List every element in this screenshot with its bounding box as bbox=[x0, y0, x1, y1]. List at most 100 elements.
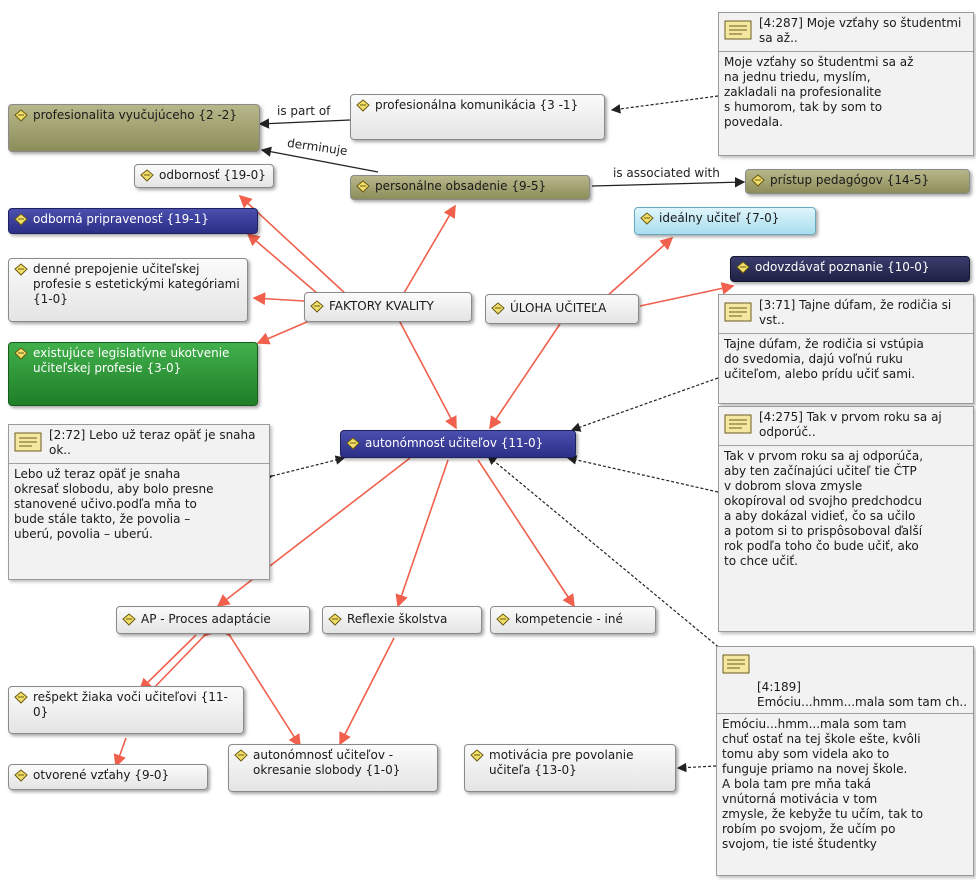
quote-title: [2:72] Lebo už teraz opäť je snaha ok.. bbox=[49, 428, 256, 457]
quote-4-287[interactable]: [4:287] Moje vzťahy so študentmi sa až..… bbox=[718, 12, 974, 156]
code-label: odbornosť {19-0} bbox=[159, 168, 266, 182]
link-faktory-pripravenost bbox=[246, 232, 319, 295]
code-icon bbox=[14, 109, 28, 122]
quote-header: [4:275] Tak v prvom roku sa aj odporúč.. bbox=[719, 407, 973, 446]
code-icon bbox=[356, 180, 370, 193]
code-kompetencie[interactable]: kompetencie - iné bbox=[490, 606, 656, 634]
code-label: profesionalita vyučujúceho {2 -2} bbox=[33, 108, 238, 122]
quote-header: [4:189] Emóciu...hmm...mala som tam ch.. bbox=[717, 647, 973, 714]
link-komunikacia-profesionalita bbox=[258, 118, 351, 129]
quote-body: Moje vzťahy so študentmi sa až na jednu … bbox=[724, 55, 914, 129]
link-q371-autonomnost bbox=[570, 377, 719, 432]
code-respekt[interactable]: rešpekt žiaka voči učiteľovi {11-0} bbox=[8, 686, 244, 734]
code-icon bbox=[234, 749, 248, 762]
quote-4-275[interactable]: [4:275] Tak v prvom roku sa aj odporúč..… bbox=[718, 406, 974, 632]
code-label: profesionálna komunikácia {3 -1} bbox=[375, 98, 579, 112]
link-autonomnost-reflexie bbox=[395, 459, 449, 608]
quote-title: [4:189] Emóciu...hmm...mala som tam ch.. bbox=[757, 680, 968, 709]
quote-header: [2:72] Lebo už teraz opäť je snaha ok.. bbox=[9, 425, 269, 464]
code-prepojenie[interactable]: denné prepojenie učiteľskej profesie s e… bbox=[8, 258, 248, 322]
code-label: prístup pedagógov {14-5} bbox=[770, 173, 930, 187]
code-icon bbox=[140, 169, 154, 182]
code-obsadenie[interactable]: personálne obsadenie {9-5} bbox=[350, 175, 590, 200]
link-faktory-prepojenie bbox=[252, 292, 316, 309]
quote-header: [4:287] Moje vzťahy so študentmi sa až.. bbox=[719, 13, 973, 52]
quotation-icon bbox=[724, 414, 752, 434]
code-label: autonómnosť učiteľov {11-0} bbox=[365, 436, 544, 450]
code-uloha[interactable]: ÚLOHA UČITEĽA bbox=[485, 294, 639, 324]
link-ap-respekt-2 bbox=[149, 623, 217, 693]
code-icon bbox=[470, 749, 484, 762]
code-icon bbox=[14, 347, 28, 360]
quote-title: [3:71] Tajne dúfam, že rodičia si vst.. bbox=[759, 298, 952, 327]
code-label: kompetencie - iné bbox=[515, 612, 623, 626]
code-profesionalita[interactable]: profesionalita vyučujúceho {2 -2} bbox=[8, 104, 260, 152]
link-ap-respekt-1 bbox=[138, 634, 197, 692]
code-label: existujúce legislatívne ukotvenie učiteľ… bbox=[33, 346, 230, 375]
quotation-icon bbox=[724, 302, 752, 322]
code-icon bbox=[346, 437, 360, 450]
code-pripravenost[interactable]: odborná pripravenosť {19-1} bbox=[8, 208, 258, 234]
code-label: personálne obsadenie {9-5} bbox=[375, 179, 547, 193]
code-komunikacia[interactable]: profesionálna komunikácia {3 -1} bbox=[350, 94, 605, 140]
code-okresanie[interactable]: autonómnosť učiteľov - okresanie slobody… bbox=[228, 744, 438, 792]
link-uloha-idealny bbox=[605, 236, 674, 298]
quote-header: [3:71] Tajne dúfam, že rodičia si vst.. bbox=[719, 295, 973, 334]
code-reflexie[interactable]: Reflexie školstva bbox=[322, 606, 482, 634]
code-icon bbox=[14, 263, 28, 276]
code-icon bbox=[14, 769, 28, 782]
quote-3-71[interactable]: [3:71] Tajne dúfam, že rodičia si vst.. … bbox=[718, 294, 974, 404]
code-otvorene[interactable]: otvorené vzťahy {9-0} bbox=[8, 764, 208, 790]
edge-label-is-associated-with: is associated with bbox=[613, 166, 720, 180]
code-faktory[interactable]: FAKTORY KVALITY bbox=[304, 292, 472, 322]
code-label: ideálny učiteľ {7-0} bbox=[659, 211, 780, 225]
link-obsadenie-pristup bbox=[591, 177, 746, 188]
code-label: denné prepojenie učiteľskej profesie s e… bbox=[33, 262, 240, 306]
link-q189-motivacia bbox=[676, 760, 725, 773]
code-icon bbox=[640, 212, 654, 225]
quote-body: Emóciu...hmm...mala som tam chuť ostať n… bbox=[722, 717, 924, 851]
code-legislativne[interactable]: existujúce legislatívne ukotvenie učiteľ… bbox=[8, 342, 258, 406]
code-icon bbox=[14, 213, 28, 226]
quote-2-72[interactable]: [2:72] Lebo už teraz opäť je snaha ok.. … bbox=[8, 424, 270, 580]
code-icon bbox=[14, 691, 28, 704]
code-label: Reflexie školstva bbox=[347, 612, 448, 626]
code-icon bbox=[491, 302, 505, 315]
link-q275-autonomnost bbox=[566, 455, 728, 499]
quote-body: Tajne dúfam, že rodičia si vstúpia do sv… bbox=[724, 337, 924, 381]
code-icon bbox=[122, 613, 136, 626]
code-label: otvorené vzťahy {9-0} bbox=[33, 768, 170, 782]
code-label: odborná pripravenosť {19-1} bbox=[33, 212, 209, 226]
code-icon bbox=[328, 613, 342, 626]
quotation-icon bbox=[724, 20, 752, 40]
code-label: motivácia pre povolanie učiteľa {13-0} bbox=[489, 748, 634, 777]
code-motivacia[interactable]: motivácia pre povolanie učiteľa {13-0} bbox=[464, 744, 676, 792]
code-icon bbox=[310, 300, 324, 313]
code-icon bbox=[496, 613, 510, 626]
code-ap[interactable]: AP - Proces adaptácie bbox=[116, 606, 310, 634]
link-autonomnost-kompetencie bbox=[477, 459, 575, 608]
code-label: rešpekt žiaka voči učiteľovi {11-0} bbox=[33, 690, 228, 719]
link-q287-komunikacia bbox=[610, 90, 727, 114]
link-faktory-obsadenie bbox=[403, 204, 456, 294]
code-icon bbox=[751, 174, 765, 187]
quote-body: Lebo už teraz opäť je snaha okresať slob… bbox=[14, 467, 214, 541]
code-idealny[interactable]: ideálny učiteľ {7-0} bbox=[634, 207, 816, 235]
link-reflexie-okresanie bbox=[339, 637, 395, 746]
link-faktory-autonomnost bbox=[389, 309, 457, 430]
edge-label-derminuje: derminuje bbox=[286, 135, 349, 159]
link-uloha-autonomnost bbox=[489, 323, 561, 430]
quote-body: Tak v prvom roku sa aj odporúča, aby ten… bbox=[724, 449, 924, 568]
code-autonomnost[interactable]: autonómnosť učiteľov {11-0} bbox=[340, 430, 576, 458]
code-odbornost[interactable]: odbornosť {19-0} bbox=[134, 164, 274, 188]
code-icon bbox=[736, 261, 750, 274]
code-odovzdavat[interactable]: odovzdávať poznanie {10-0} bbox=[730, 256, 970, 282]
code-label: autonómnosť učiteľov - okresanie slobody… bbox=[253, 748, 401, 777]
quotation-icon bbox=[14, 432, 42, 452]
quote-title: [4:287] Moje vzťahy so študentmi sa až.. bbox=[759, 16, 962, 45]
code-label: FAKTORY KVALITY bbox=[329, 299, 434, 313]
code-icon bbox=[356, 99, 370, 112]
quotation-icon bbox=[722, 654, 750, 674]
quote-4-189[interactable]: [4:189] Emóciu...hmm...mala som tam ch..… bbox=[716, 646, 974, 876]
code-pristup[interactable]: prístup pedagógov {14-5} bbox=[745, 169, 970, 194]
